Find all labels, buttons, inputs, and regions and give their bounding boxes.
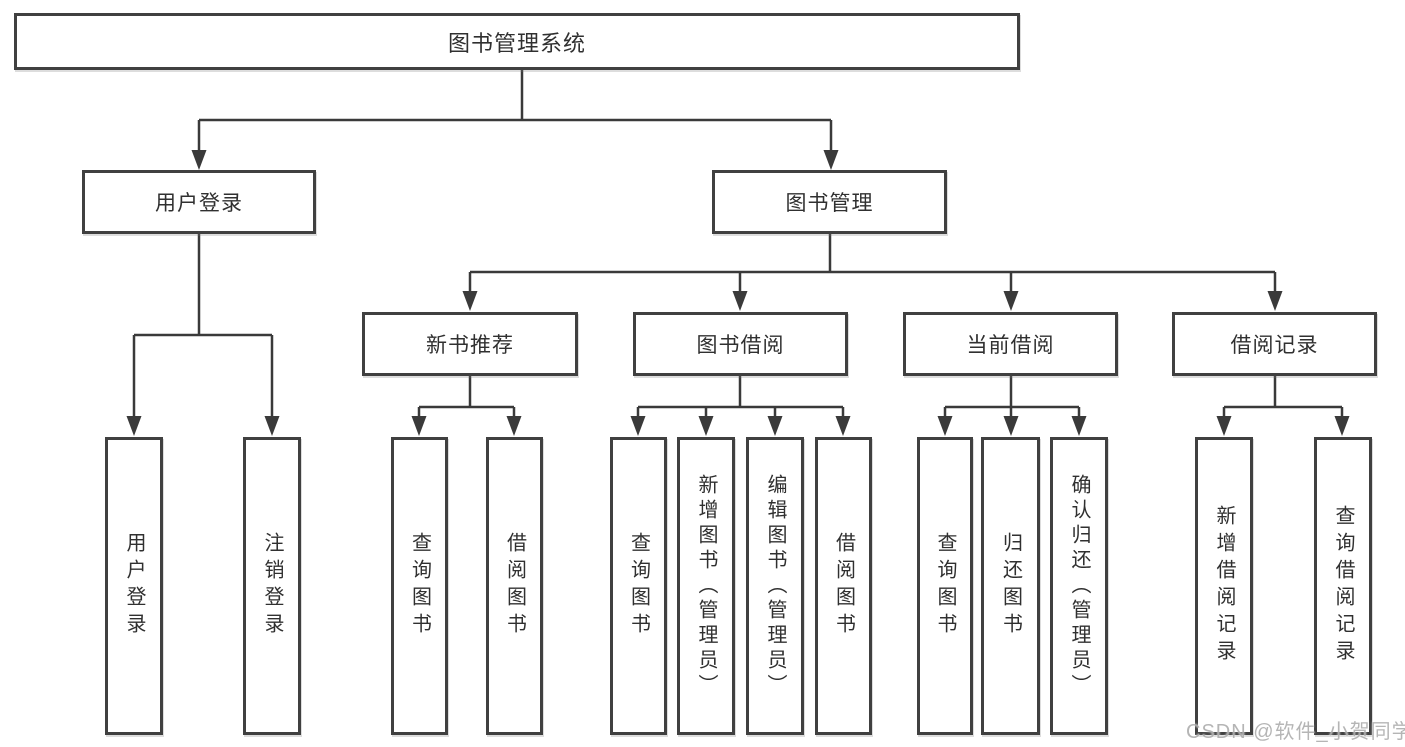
connector-user-login-to-leaves (132, 233, 274, 419)
node-borrowing-records: 借阅记录 (1172, 312, 1377, 376)
leaf-borrowing-add-books-admin-label: 新增图书（管理员） (695, 473, 717, 699)
leaf-current-return-books-label: 归还图书 (999, 532, 1022, 640)
leaf-logout-login-label: 注销登录 (261, 532, 283, 640)
connector-book-management-to-level3 (468, 233, 1277, 294)
node-root-label: 图书管理系统 (447, 30, 586, 56)
leaf-recommend-borrow-books-label: 借阅图书 (503, 532, 526, 640)
node-book-borrowing-label: 图书借阅 (696, 334, 785, 357)
leaf-borrowing-borrow-books-label: 借阅图书 (832, 532, 855, 640)
node-book-borrowing: 图书借阅 (633, 312, 848, 376)
leaf-records-add-borrow-record-label: 新增借阅记录 (1213, 505, 1235, 667)
leaf-borrowing-query-books-label: 查询图书 (627, 532, 650, 640)
leaf-user-login-label: 用户登录 (123, 532, 145, 640)
leaf-borrowing-borrow-books: 借阅图书 (815, 437, 872, 735)
leaf-borrowing-edit-books-admin-label: 编辑图书（管理员） (764, 473, 786, 699)
node-root: 图书管理系统 (14, 13, 1020, 70)
node-book-management-label: 图书管理 (785, 192, 874, 215)
node-borrowing-records-label: 借阅记录 (1230, 334, 1319, 357)
leaf-current-query-books: 查询图书 (917, 437, 973, 735)
leaf-recommend-query-books: 查询图书 (391, 437, 448, 735)
connector-current-to-leaves (943, 376, 1081, 419)
leaf-current-return-books: 归还图书 (981, 437, 1040, 735)
leaf-recommend-borrow-books: 借阅图书 (486, 437, 543, 735)
node-new-book-recommendation-label: 新书推荐 (426, 334, 514, 357)
node-book-management: 图书管理 (712, 170, 947, 234)
node-current-borrowing: 当前借阅 (903, 312, 1118, 376)
connector-records-to-leaves (1222, 376, 1344, 419)
connector-recommend-to-leaves (417, 376, 516, 419)
leaf-records-query-borrow-record-label: 查询借阅记录 (1332, 505, 1354, 667)
leaf-records-query-borrow-record: 查询借阅记录 (1314, 437, 1372, 735)
connector-borrowing-to-leaves (636, 376, 845, 419)
leaf-borrowing-add-books-admin: 新增图书（管理员） (677, 437, 735, 735)
leaf-records-add-borrow-record: 新增借阅记录 (1195, 437, 1253, 735)
leaf-logout-login: 注销登录 (243, 437, 301, 735)
leaf-current-query-books-label: 查询图书 (934, 532, 956, 640)
leaf-user-login: 用户登录 (105, 437, 163, 735)
leaf-current-confirm-return-admin-label: 确认归还（管理员） (1068, 473, 1090, 699)
node-current-borrowing-label: 当前借阅 (966, 334, 1055, 357)
leaf-borrowing-query-books: 查询图书 (610, 437, 667, 735)
node-user-login: 用户登录 (82, 170, 316, 234)
node-new-book-recommendation: 新书推荐 (362, 312, 578, 376)
leaf-recommend-query-books-label: 查询图书 (408, 532, 431, 640)
leaf-current-confirm-return-admin: 确认归还（管理员） (1050, 437, 1108, 735)
connector-root-to-level2 (197, 69, 833, 152)
node-user-login-label: 用户登录 (155, 192, 243, 215)
watermark: CSDN @软件_小贺同学 (1186, 721, 1405, 743)
leaf-borrowing-edit-books-admin: 编辑图书（管理员） (746, 437, 804, 735)
arrowheads (126, 150, 1350, 436)
